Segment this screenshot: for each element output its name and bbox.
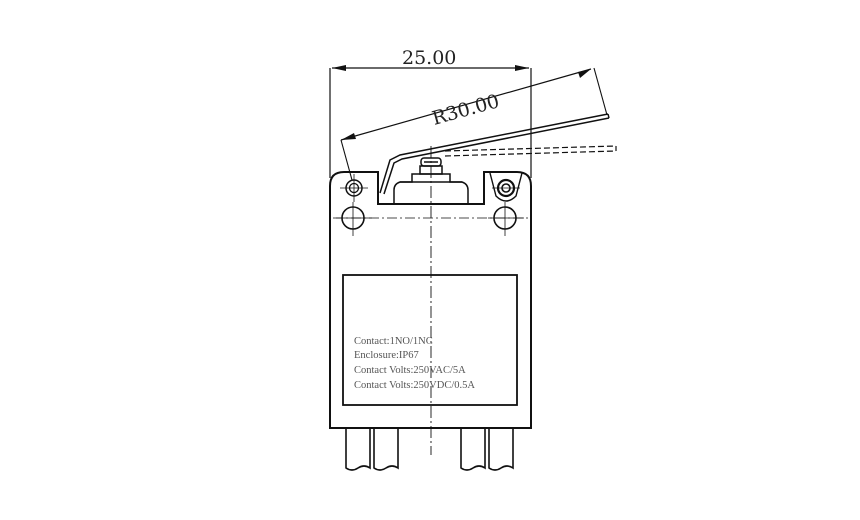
label-line-contact: Contact:1NO/1NC [354, 336, 433, 347]
left-lower-hole [336, 202, 372, 236]
lever-free-position [444, 145, 617, 157]
label-line-enclosure: Enclosure:IP67 [354, 350, 419, 361]
label-line-ac-rating: Contact Volts:250VAC/5A [354, 365, 466, 376]
right-lower-hole [488, 202, 524, 236]
label-text-block: Contact:1NO/1NC Enclosure:IP67 Contact V… [354, 336, 475, 391]
width-dimension [329, 65, 532, 178]
width-dimension-label: 25.00 [402, 47, 456, 69]
terminals [345, 428, 514, 471]
label-panel [342, 274, 518, 406]
switch-body [329, 171, 532, 429]
radius-dimension [340, 67, 608, 181]
label-line-dc-rating: Contact Volts:250VDC/0.5A [354, 380, 475, 391]
right-upper-hole [489, 172, 523, 202]
left-upper-hole [340, 174, 368, 202]
hinge-lever [379, 113, 610, 195]
radius-dimension-label: R30.00 [430, 90, 502, 130]
